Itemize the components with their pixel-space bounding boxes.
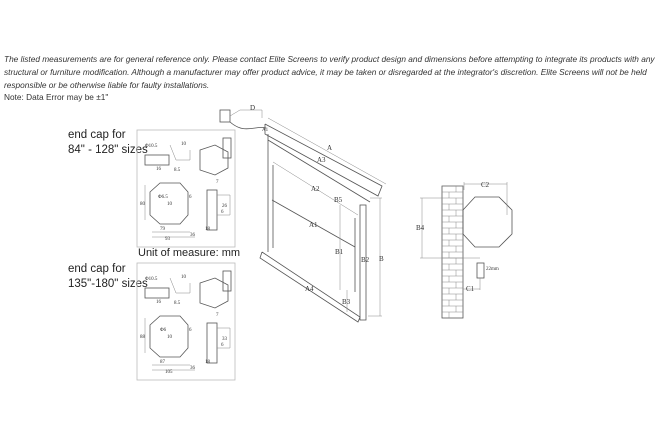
dim: Φ10.5 <box>145 144 158 149</box>
dim: 16 <box>156 300 162 305</box>
endcap-small-drawing: Φ10.5 10 16 8.5 Φ6.5 6 10 80 79 93 7 26 … <box>136 129 236 248</box>
dim-label-a1: A1 <box>309 221 318 229</box>
screen-drawing: D A1 A A3 A2 B5 A1 B1 B2 B A4 B3 <box>219 104 387 323</box>
dim: 6 <box>189 328 192 333</box>
dim-label-b5: B5 <box>334 196 343 204</box>
dim-label-22mm: 22mm <box>486 267 499 272</box>
dim: 8.5 <box>174 301 181 306</box>
dim: 7 <box>216 180 219 185</box>
endcap-large-label: end cap for 135"-180" sizes <box>68 262 148 292</box>
dim: 88 <box>140 335 146 340</box>
dim: 105 <box>165 370 173 375</box>
dim-label-a2: A2 <box>311 185 320 193</box>
dim: 10 <box>181 275 187 280</box>
unit-of-measure: Unit of measure: mm <box>138 247 241 259</box>
dim: 8.5 <box>174 168 181 173</box>
dim: 36 <box>190 233 196 238</box>
dim: 93 <box>165 237 171 242</box>
dim-label-a4: A4 <box>305 285 314 293</box>
dim: Φ10.5 <box>145 277 158 282</box>
dim-label-b1: B1 <box>335 248 344 256</box>
dim-label-c1: C1 <box>466 285 475 293</box>
dim-label-b: B <box>379 255 384 263</box>
dim: 79 <box>160 227 166 232</box>
plug-icon <box>219 109 231 123</box>
dim: 6 <box>221 343 224 348</box>
dim: 16 <box>156 167 162 172</box>
wall-mount-drawing: C2 B4 22mm C1 <box>416 181 513 319</box>
dim: 18 <box>205 360 211 365</box>
dim-label-a3: A3 <box>317 156 326 164</box>
dim: 6 <box>189 195 192 200</box>
data-error-note: Note: Data Error may be ±1" <box>4 92 109 102</box>
dim: 33 <box>222 337 228 342</box>
endcap-small-line2: 84" - 128" sizes <box>68 144 148 156</box>
endcap-small-label: end cap for 84" - 128" sizes <box>68 128 148 158</box>
dim: Φ6.5 <box>158 195 168 200</box>
endcap-small-line1: end cap for <box>68 129 126 141</box>
endcap-large-line2: 135"-180" sizes <box>68 278 148 290</box>
dim: 80 <box>140 202 146 207</box>
dim: 10 <box>167 335 173 340</box>
dim-label-c2: C2 <box>481 181 490 189</box>
dim: Φ6 <box>160 328 167 333</box>
dim: 36 <box>190 366 196 371</box>
dim-label-b4: B4 <box>416 224 425 232</box>
dim: 6 <box>221 210 224 215</box>
dim-label-a1-top: A1 <box>262 128 269 133</box>
dim: 26 <box>222 204 228 209</box>
dim-label-a: A <box>327 144 332 152</box>
endcap-large-line1: end cap for <box>68 263 126 275</box>
disclaimer-text: The listed measurements are for general … <box>4 54 655 90</box>
dim-label-b2: B2 <box>361 256 370 264</box>
dim: 18 <box>205 227 211 232</box>
dim: 10 <box>181 142 187 147</box>
dim-label-b3: B3 <box>342 298 351 306</box>
dim-label-d: D <box>250 104 255 112</box>
endcap-large-drawing: Φ10.5 10 16 8.5 Φ6 6 10 88 87 105 7 33 6… <box>136 262 236 381</box>
dim: 7 <box>216 313 219 318</box>
dim: 87 <box>160 360 166 365</box>
dim: 10 <box>167 202 173 207</box>
